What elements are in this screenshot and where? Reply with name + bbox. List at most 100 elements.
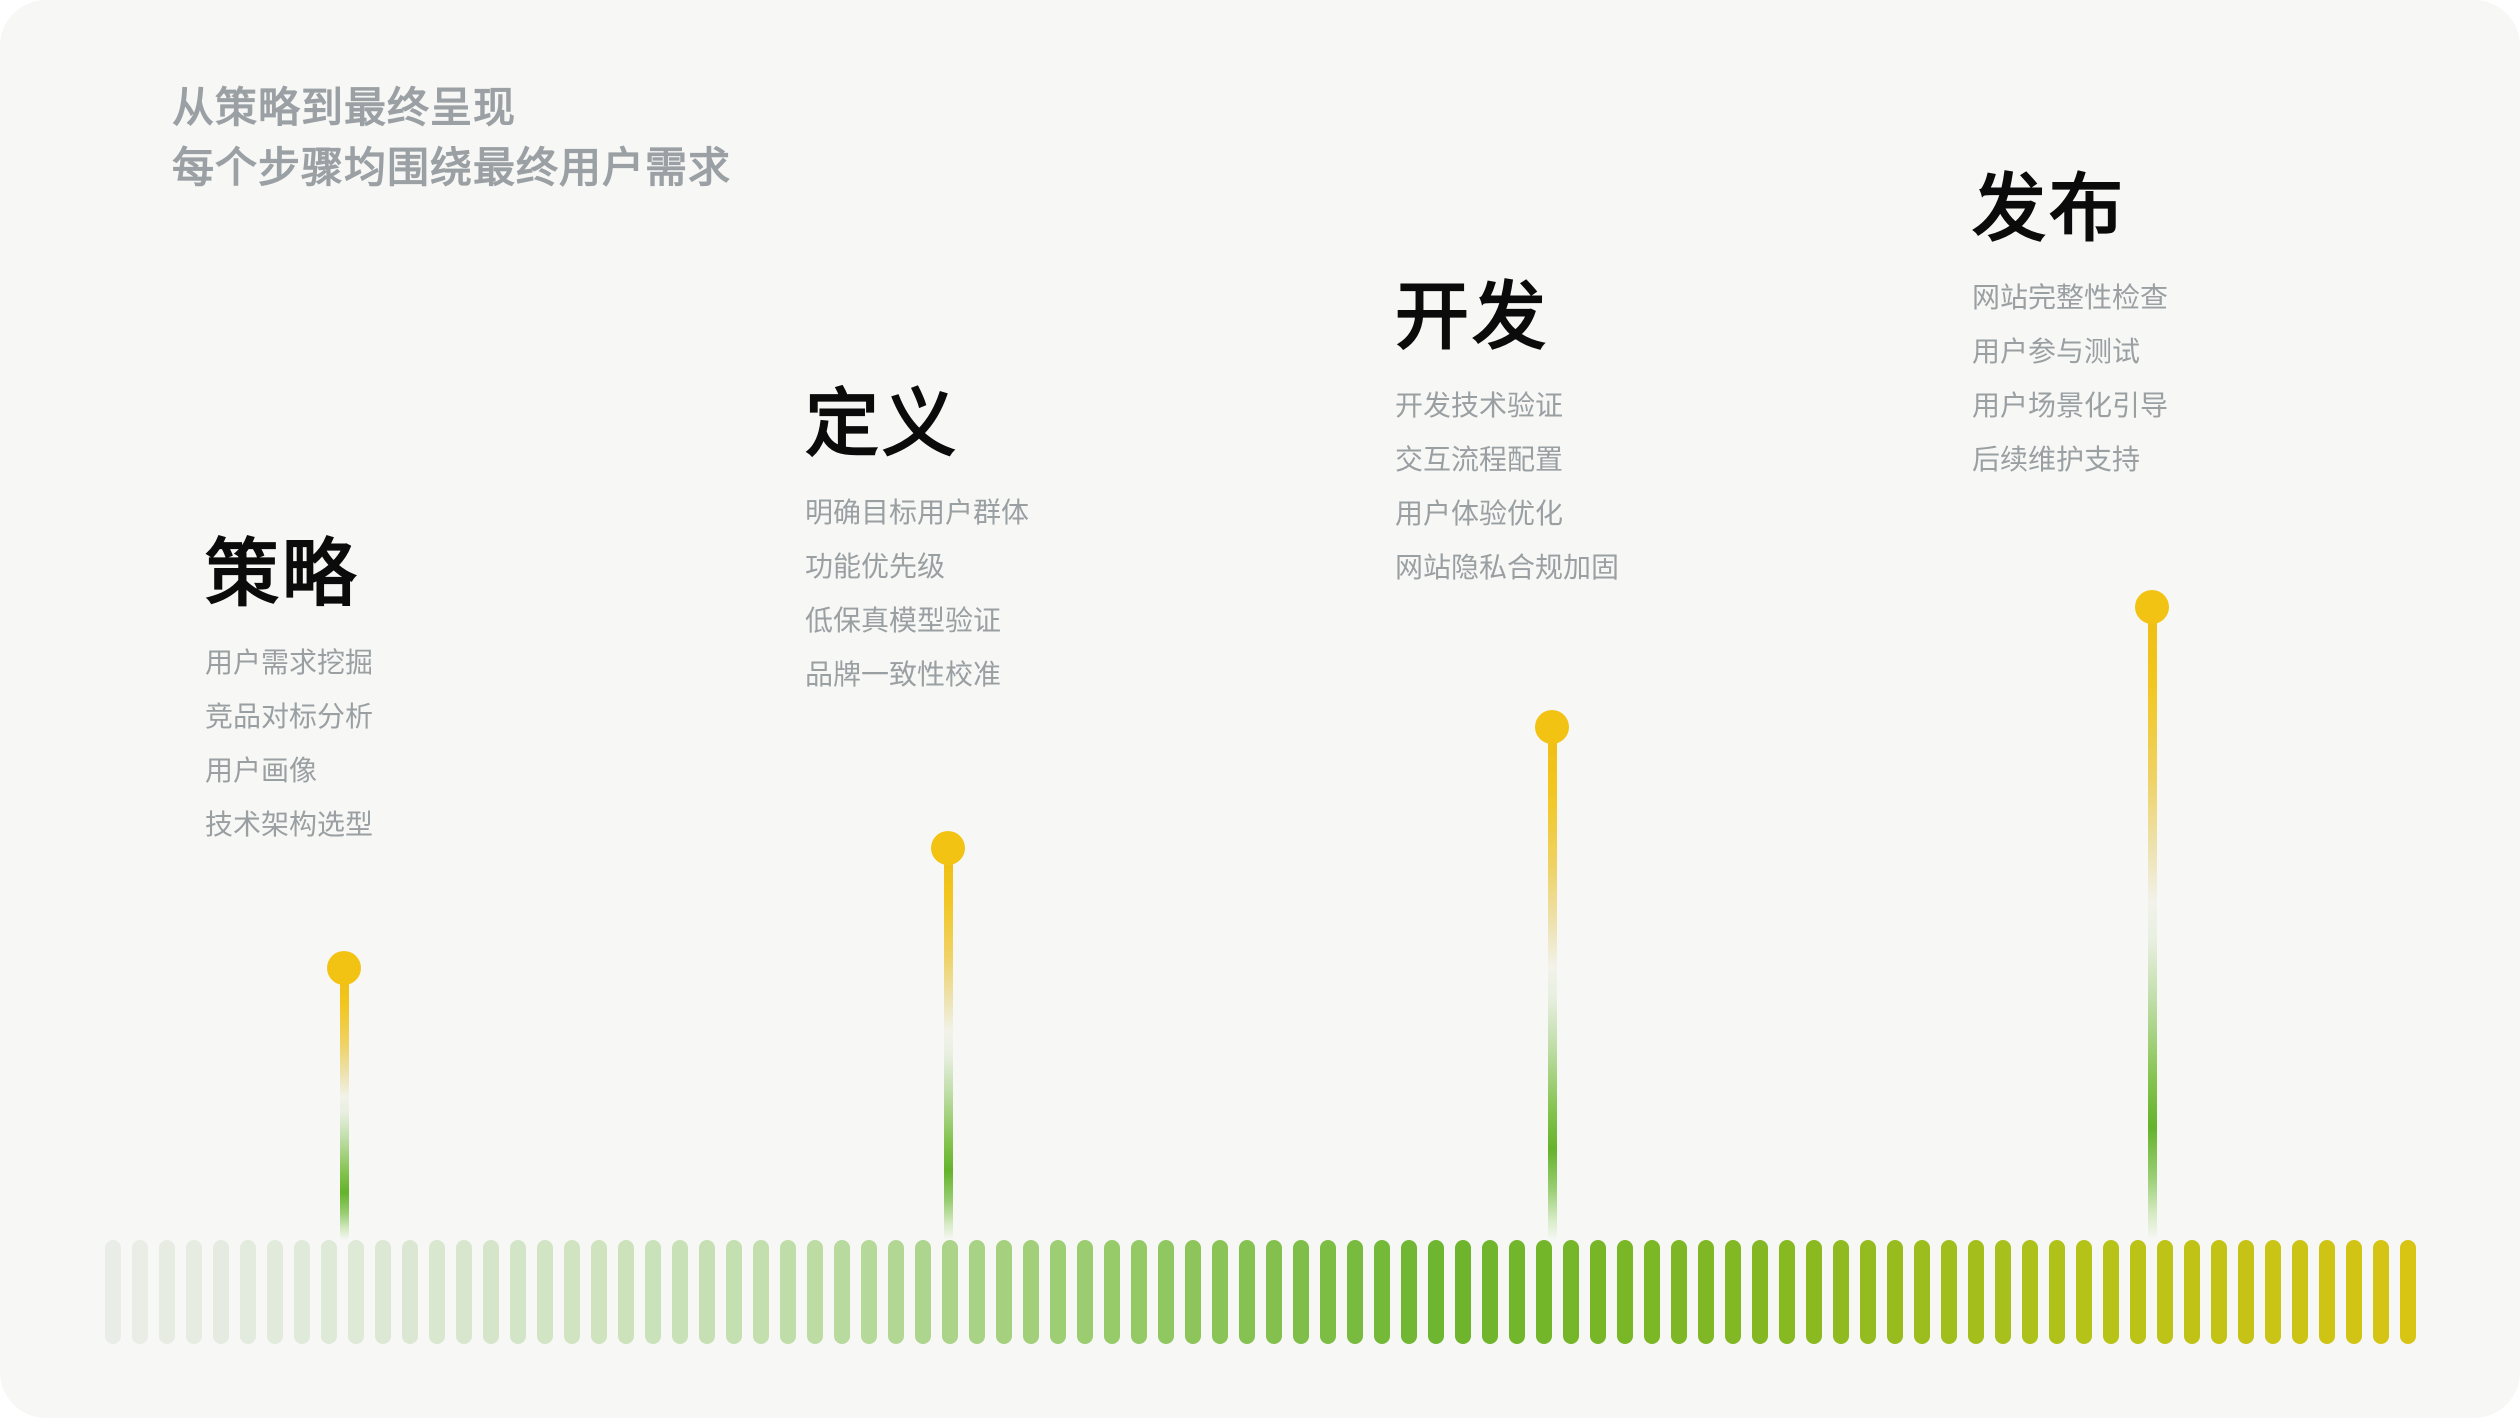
milestone-define[interactable]: 定义 明确目标用户群体 功能优先级 低保真模型验证 品牌一致性校准 <box>805 385 1029 689</box>
strip-bar <box>1374 1240 1390 1344</box>
strip-bar <box>2373 1240 2389 1344</box>
list-item: 技术架构选型 <box>205 808 374 840</box>
strip-bar <box>1023 1240 1039 1344</box>
milestone-stem-launch <box>2148 615 2157 1240</box>
list-item: 竞品对标分析 <box>205 700 374 732</box>
milestone-dot-define[interactable] <box>931 831 965 865</box>
strip-bar <box>240 1240 256 1344</box>
strip-bar <box>132 1240 148 1344</box>
list-item: 用户体验优化 <box>1395 497 1564 529</box>
milestone-define-title: 定义 <box>805 382 959 465</box>
strip-bar <box>1995 1240 2011 1344</box>
strip-bar <box>2184 1240 2200 1344</box>
strip-bar <box>321 1240 337 1344</box>
strip-bar <box>1185 1240 1201 1344</box>
strip-bar <box>2319 1240 2335 1344</box>
strip-bar <box>834 1240 850 1344</box>
strip-bar <box>2157 1240 2173 1344</box>
strip-bar <box>1806 1240 1822 1344</box>
strip-bar <box>1482 1240 1498 1344</box>
strip-bar <box>1914 1240 1930 1344</box>
list-item: 交互流程配置 <box>1395 443 1564 475</box>
list-item: 网站完整性检查 <box>1972 281 2169 313</box>
strip-bar <box>1833 1240 1849 1344</box>
strip-bar <box>2130 1240 2146 1344</box>
strip-bar <box>2346 1240 2362 1344</box>
strip-bar <box>1698 1240 1714 1344</box>
strip-bar <box>672 1240 688 1344</box>
milestone-stem-strategy <box>340 975 349 1240</box>
list-item: 用户画像 <box>205 754 318 786</box>
strip-bar <box>1347 1240 1363 1344</box>
milestone-stem-develop <box>1548 735 1557 1240</box>
strip-bar <box>294 1240 310 1344</box>
strip-bar <box>1509 1240 1525 1344</box>
strip-bar <box>915 1240 931 1344</box>
strip-bar <box>1320 1240 1336 1344</box>
strip-bar <box>483 1240 499 1344</box>
milestone-strategy[interactable]: 策略 用户需求挖掘 竞品对标分析 用户画像 技术架构选型 <box>205 535 373 839</box>
strip-bar <box>537 1240 553 1344</box>
strip-bar <box>1158 1240 1174 1344</box>
strip-bar <box>2076 1240 2092 1344</box>
milestone-launch[interactable]: 发布 网站完整性检查 用户参与测试 用户场景化引导 后续维护支持 <box>1972 170 2168 474</box>
list-item: 品牌一致性校准 <box>805 658 1002 690</box>
strip-bar <box>105 1240 121 1344</box>
heading-block: 从策略到最终呈现 每个步骤均围绕最终用户需求 <box>172 78 731 197</box>
heading-line-1: 从策略到最终呈现 <box>172 84 517 131</box>
strip-bar <box>1725 1240 1741 1344</box>
strip-bar <box>456 1240 472 1344</box>
strip-bar <box>429 1240 445 1344</box>
list-item: 用户场景化引导 <box>1972 389 2169 421</box>
strip-bar <box>348 1240 364 1344</box>
milestone-develop[interactable]: 开发 开发技术验证 交互流程配置 用户体验优化 网站隐私合规加固 <box>1395 278 1619 582</box>
strip-bar <box>1671 1240 1687 1344</box>
milestone-launch-title: 发布 <box>1972 167 2126 250</box>
strip-bar <box>1563 1240 1579 1344</box>
strip-bar <box>2238 1240 2254 1344</box>
milestone-develop-list: 开发技术验证 交互流程配置 用户体验优化 网站隐私合规加固 <box>1395 391 1619 582</box>
strip-bar <box>807 1240 823 1344</box>
milestone-define-list: 明确目标用户群体 功能优先级 低保真模型验证 品牌一致性校准 <box>805 496 1030 690</box>
list-item: 明确目标用户群体 <box>805 496 1030 528</box>
heading-line-2: 每个步骤均围绕最终用户需求 <box>172 143 732 191</box>
list-item: 功能优先级 <box>805 550 946 582</box>
strip-bar <box>375 1240 391 1344</box>
strip-bar <box>969 1240 985 1344</box>
strip-bar <box>1779 1240 1795 1344</box>
strip-bar <box>2022 1240 2038 1344</box>
milestone-strategy-title: 策略 <box>205 532 359 615</box>
list-item: 用户需求挖掘 <box>205 646 374 678</box>
strip-bar <box>1131 1240 1147 1344</box>
strip-bar <box>1401 1240 1417 1344</box>
strip-bar <box>1590 1240 1606 1344</box>
strip-bar <box>402 1240 418 1344</box>
strip-bar <box>267 1240 283 1344</box>
strip-bar <box>1455 1240 1471 1344</box>
strip-bar <box>2265 1240 2281 1344</box>
strip-bar <box>1617 1240 1633 1344</box>
strip-bar <box>1293 1240 1309 1344</box>
strip-bar <box>753 1240 769 1344</box>
strip-bar <box>159 1240 175 1344</box>
strip-bar <box>1752 1240 1768 1344</box>
strip-bar <box>1104 1240 1120 1344</box>
strip-bar <box>1050 1240 1066 1344</box>
strip-bar <box>1266 1240 1282 1344</box>
list-item: 低保真模型验证 <box>805 604 1002 636</box>
strip-bar <box>645 1240 661 1344</box>
milestone-stem-define <box>944 855 953 1240</box>
strip-bar <box>1968 1240 1984 1344</box>
milestone-dot-launch[interactable] <box>2135 590 2169 624</box>
strip-bar <box>2211 1240 2227 1344</box>
milestone-dot-develop[interactable] <box>1535 710 1569 744</box>
milestone-dot-strategy[interactable] <box>327 951 361 985</box>
strip-bar <box>1212 1240 1228 1344</box>
strip-bar <box>1887 1240 1903 1344</box>
strip-bar <box>2400 1240 2416 1344</box>
strip-bar <box>2049 1240 2065 1344</box>
strip-bar <box>888 1240 904 1344</box>
strip-bar <box>1644 1240 1660 1344</box>
strip-bar <box>1860 1240 1876 1344</box>
